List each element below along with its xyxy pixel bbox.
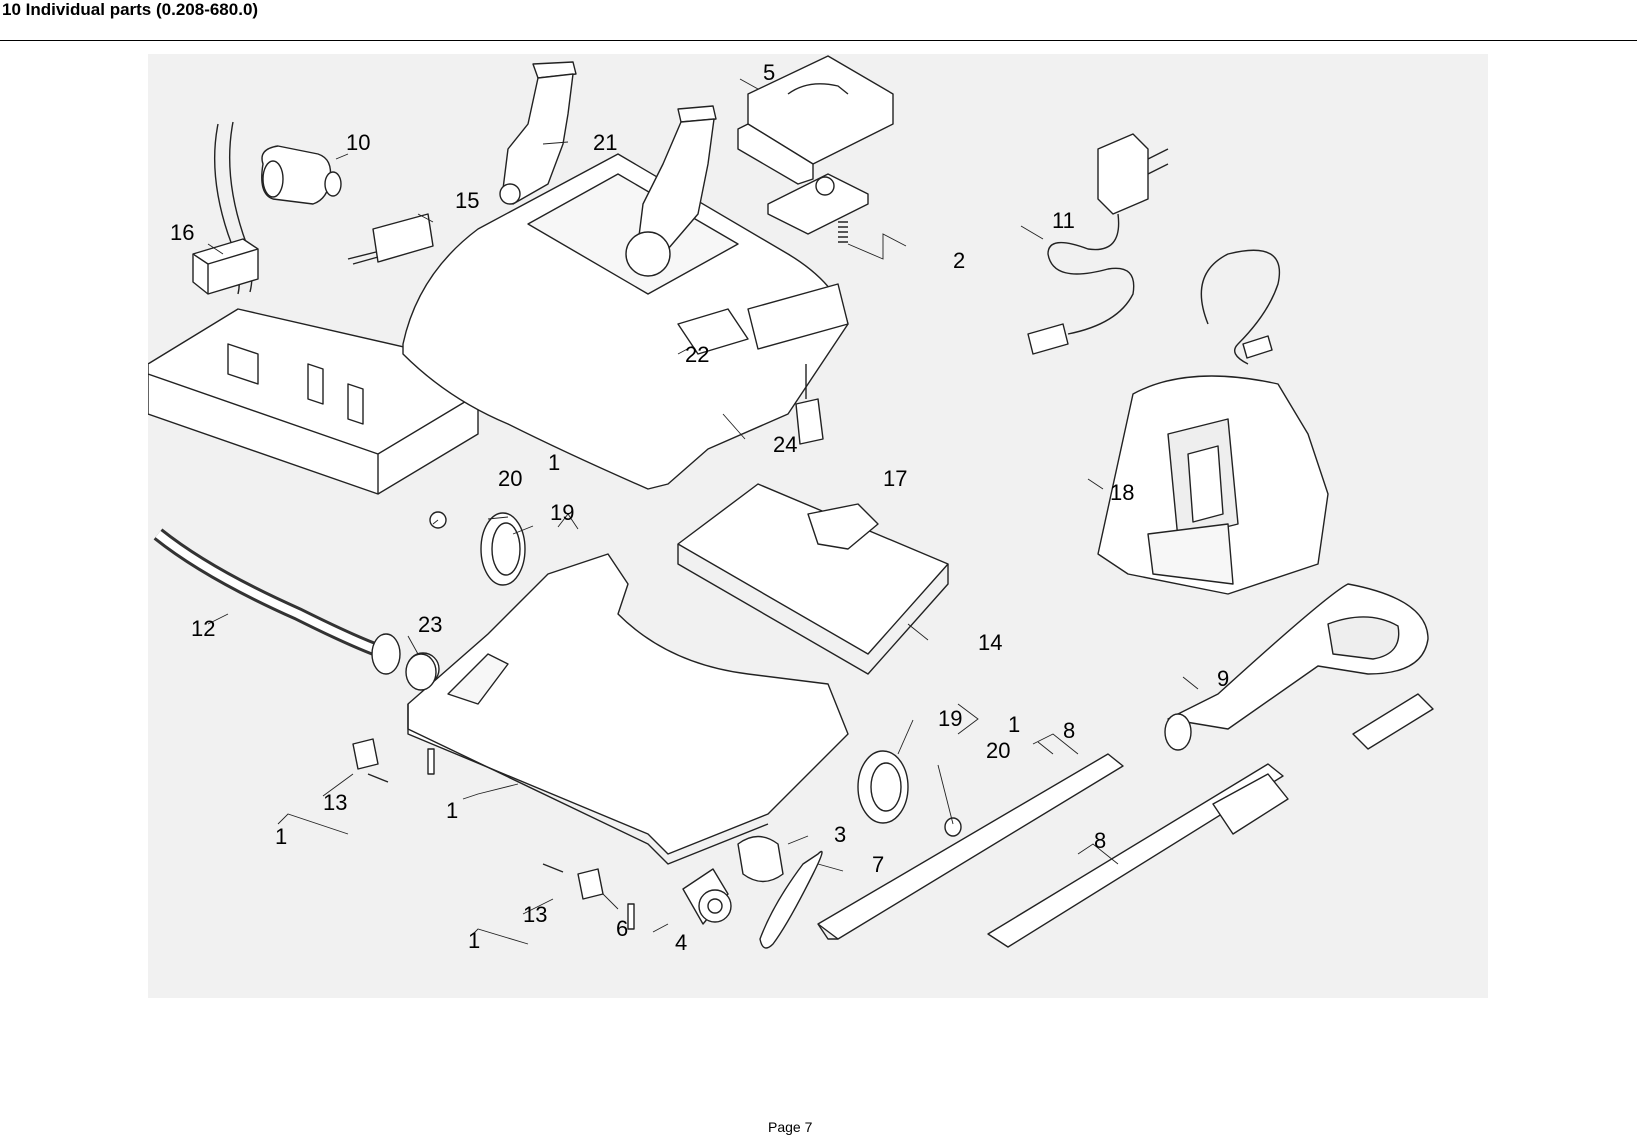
drive-belt-part xyxy=(759,850,823,949)
base-tray-part xyxy=(148,308,479,495)
callout-22: 22 xyxy=(685,342,710,367)
wheel-part-lower xyxy=(857,750,962,837)
callout-1: 1 xyxy=(468,928,481,953)
callout-12: 12 xyxy=(191,616,216,641)
exploded-parts-drawing: 1 1 1 1 1 2 3 4 5 6 7 8 8 9 10 11 12 13 … xyxy=(148,54,1488,998)
callout-20: 20 xyxy=(986,738,1011,763)
page-number: Page 7 xyxy=(768,1119,813,1135)
callout-20: 20 xyxy=(498,466,523,491)
callout-1: 1 xyxy=(446,798,459,823)
chassis-frame-part xyxy=(407,553,849,865)
circuit-board-part xyxy=(347,213,434,265)
callout-1: 1 xyxy=(548,450,561,475)
callout-19: 19 xyxy=(938,706,963,731)
motor-part xyxy=(213,121,342,295)
battery-cover-part xyxy=(737,55,894,185)
callout-9: 9 xyxy=(1217,666,1230,691)
handle-socket-center-part xyxy=(625,105,717,277)
callout-21: 21 xyxy=(593,130,618,155)
parts-illustration xyxy=(148,55,1434,949)
callout-8: 8 xyxy=(1063,718,1076,743)
connector-part xyxy=(795,364,824,445)
power-adapter-part xyxy=(1027,133,1169,355)
handle-socket-part xyxy=(499,61,577,205)
gear-part xyxy=(682,868,732,925)
mount-plate-part xyxy=(737,835,784,883)
callout-14: 14 xyxy=(978,630,1003,655)
tube-part-lower xyxy=(987,693,1434,948)
callout-1: 1 xyxy=(275,824,288,849)
charging-station-part xyxy=(1097,375,1329,595)
small-roller-parts xyxy=(352,738,604,900)
page-title: 10 Individual parts (0.208-680.0) xyxy=(2,0,259,19)
callout-11: 11 xyxy=(1052,208,1075,233)
callout-7: 7 xyxy=(872,852,885,877)
charger-plug xyxy=(1242,335,1273,359)
callout-19: 19 xyxy=(550,500,575,525)
handle-grip-part xyxy=(1164,583,1429,751)
callout-4: 4 xyxy=(675,930,688,955)
tube-part-upper xyxy=(817,753,1124,940)
latch-part xyxy=(767,173,869,243)
callout-18: 18 xyxy=(1110,480,1135,505)
bearing-part xyxy=(405,653,437,691)
switch-part xyxy=(192,238,259,295)
callout-10: 10 xyxy=(346,130,371,155)
callout-6: 6 xyxy=(616,916,629,941)
callout-8: 8 xyxy=(1094,828,1107,853)
wheel-part-upper xyxy=(429,511,526,586)
leader-lines xyxy=(207,78,1199,945)
screw-part-upper xyxy=(427,748,435,775)
callout-1: 1 xyxy=(1008,712,1021,737)
callout-15: 15 xyxy=(455,188,480,213)
main-housing-part xyxy=(402,153,849,490)
dust-tray-part xyxy=(677,483,949,675)
brush-roller-part xyxy=(153,528,440,686)
callout-24: 24 xyxy=(773,432,798,457)
callout-5: 5 xyxy=(763,60,776,85)
callout-16: 16 xyxy=(170,220,195,245)
callout-23: 23 xyxy=(418,612,443,637)
screw-part-lower xyxy=(627,903,635,930)
callout-3: 3 xyxy=(834,822,847,847)
callout-13: 13 xyxy=(323,790,348,815)
charger-cord xyxy=(1200,249,1280,365)
callout-13: 13 xyxy=(523,902,548,927)
callout-17: 17 xyxy=(883,466,908,491)
title-divider xyxy=(0,40,1637,41)
callout-2: 2 xyxy=(953,248,966,273)
